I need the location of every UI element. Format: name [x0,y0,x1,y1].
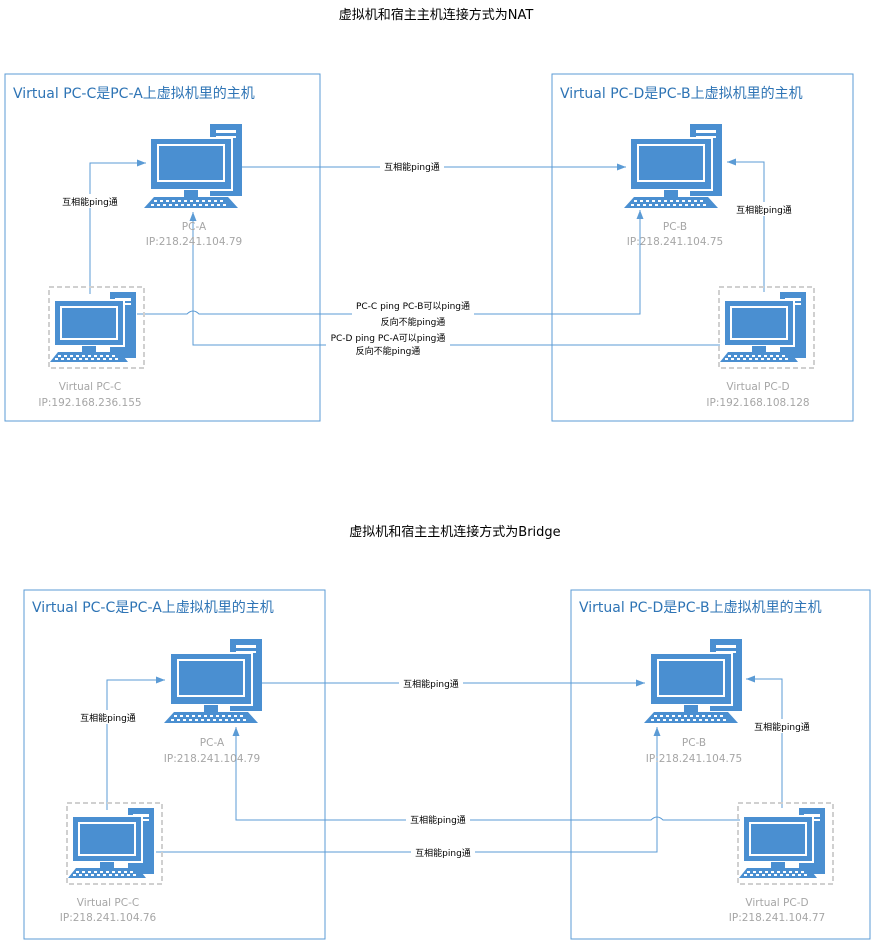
bridge-label-a-b: 互相能ping通 [403,678,459,690]
bridge-link-c-b [156,727,661,853]
nat-label-c-a: 互相能ping通 [62,196,118,208]
bridge-left-host-box [23,589,326,940]
nat-left-box-title: Virtual PC-C是PC-A上虚拟机里的主机 [13,86,255,102]
nat-label-c-b-line1: PC-C ping PC-B可以ping通 [356,301,470,312]
nat-left-host-box [4,73,321,422]
bridge-pc-b-name: PC-B [682,737,706,749]
bridge-pc-a-name: PC-A [200,737,225,749]
bridge-pc-b-ip: IP:218.241.104.75 [646,753,742,765]
bridge-pc-d-ip: IP:218.241.104.77 [729,912,825,924]
nat-label-a-b: 互相能ping通 [384,161,440,173]
nat-pc-a-name: PC-A [182,221,207,233]
nat-link-d-b [727,158,765,292]
virtual-desktop-computer-icon [66,802,163,885]
virtual-desktop-computer-icon [737,802,834,885]
bridge-pc-d-name: Virtual PC-D [745,897,808,909]
bridge-section: 虚拟机和宿主主机连接方式为Bridge Virtual PC-C是PC-A上虚拟… [23,524,871,940]
bridge-label-d-a: 互相能ping通 [410,814,466,826]
nat-pc-c-name: Virtual PC-C [59,381,121,393]
bridge-link-c-a [106,676,165,810]
nat-title: 虚拟机和宿主主机连接方式为NAT [339,7,534,23]
nat-pc-b-ip: IP:218.241.104.75 [627,236,723,248]
nat-section: 虚拟机和宿主主机连接方式为NAT Virtual PC-C是PC-A上虚拟机里的… [4,7,854,422]
nat-pc-d-ip: IP:192.168.108.128 [706,397,809,409]
nat-label-d-b: 互相能ping通 [736,204,792,216]
virtual-desktop-computer-icon [718,286,815,369]
nat-label-c-b-line2: 反向不能ping通 [381,316,446,328]
nat-label-d-a-line1: PC-D ping PC-A可以ping通 [331,333,446,344]
bridge-label-d-b: 互相能ping通 [754,721,810,733]
bridge-title: 虚拟机和宿主主机连接方式为Bridge [349,524,560,540]
bridge-pc-c-ip: IP:218.241.104.76 [60,912,157,924]
nat-pc-c-ip: IP:192.168.236.155 [38,397,141,409]
nat-pc-d-name: Virtual PC-D [726,381,789,393]
bridge-right-box-title: Virtual PC-D是PC-B上虚拟机里的主机 [579,600,822,616]
bridge-label-c-a: 互相能ping通 [80,712,136,724]
bridge-pc-c-name: Virtual PC-C [77,897,139,909]
nat-right-box-title: Virtual PC-D是PC-B上虚拟机里的主机 [560,86,803,102]
nat-link-d-a [189,212,720,346]
bridge-left-box-title: Virtual PC-C是PC-A上虚拟机里的主机 [32,600,274,616]
nat-link-c-b [137,210,644,315]
bridge-pc-a-ip: IP:218.241.104.79 [164,753,260,765]
nat-link-c-a [89,159,146,294]
bridge-link-d-a [232,727,740,821]
nat-label-d-a-line2: 反向不能ping通 [356,345,421,357]
bridge-label-c-b: 互相能ping通 [415,847,471,859]
bridge-link-d-b [746,675,783,808]
nat-pc-a-ip: IP:218.241.104.79 [146,236,242,248]
nat-pc-b-name: PC-B [663,221,687,233]
virtual-desktop-computer-icon [48,286,145,369]
